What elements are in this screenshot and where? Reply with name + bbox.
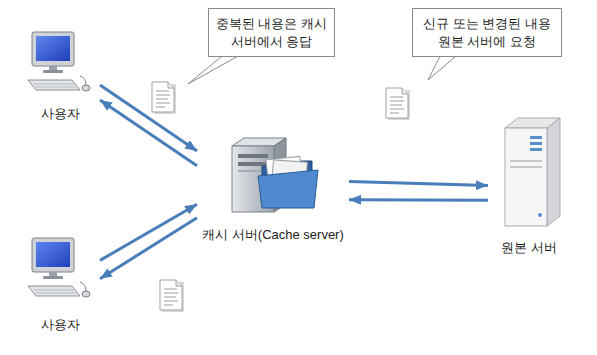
node-label: 원본 서버 (501, 239, 557, 257)
callout-bubble: 신규 또는 변경된 내용 원본 서버에 요청 (412, 8, 562, 57)
callout-bubble: 중복된 내용은 캐시 서버에서 응답 (208, 8, 335, 57)
data-flow-arrow (100, 204, 197, 260)
callout-text: 중복된 내용은 캐시 서버에서 응답 (215, 15, 328, 50)
callout-tail (188, 56, 238, 84)
document-icon (152, 82, 176, 114)
node-label: 사용자 (41, 105, 80, 123)
node-label: 캐시 서버(Cache server) (202, 226, 344, 244)
data-flow-arrow (100, 85, 197, 151)
data-flow-arrow (100, 218, 197, 279)
document-icon (160, 280, 184, 312)
user-computer (28, 238, 90, 297)
data-flow-arrow (349, 198, 488, 202)
cache-server-icon (232, 138, 318, 212)
callout-tail (428, 56, 456, 80)
node-label: 사용자 (41, 316, 80, 334)
document-icon (386, 88, 410, 120)
user-computer (28, 32, 90, 91)
callout-text: 신규 또는 변경된 내용 원본 서버에 요청 (419, 15, 555, 50)
origin-server-node: 원본 서버 (488, 112, 570, 259)
user-node: 사용자 (20, 25, 100, 125)
cache-server-node: 캐시 서버(Cache server) (197, 133, 349, 246)
callout-tail (188, 56, 456, 84)
origin-server-icon (505, 118, 560, 226)
user-node: 사용자 (20, 228, 100, 336)
data-flow-arrow (349, 182, 488, 186)
data-flow-arrow (100, 100, 197, 166)
